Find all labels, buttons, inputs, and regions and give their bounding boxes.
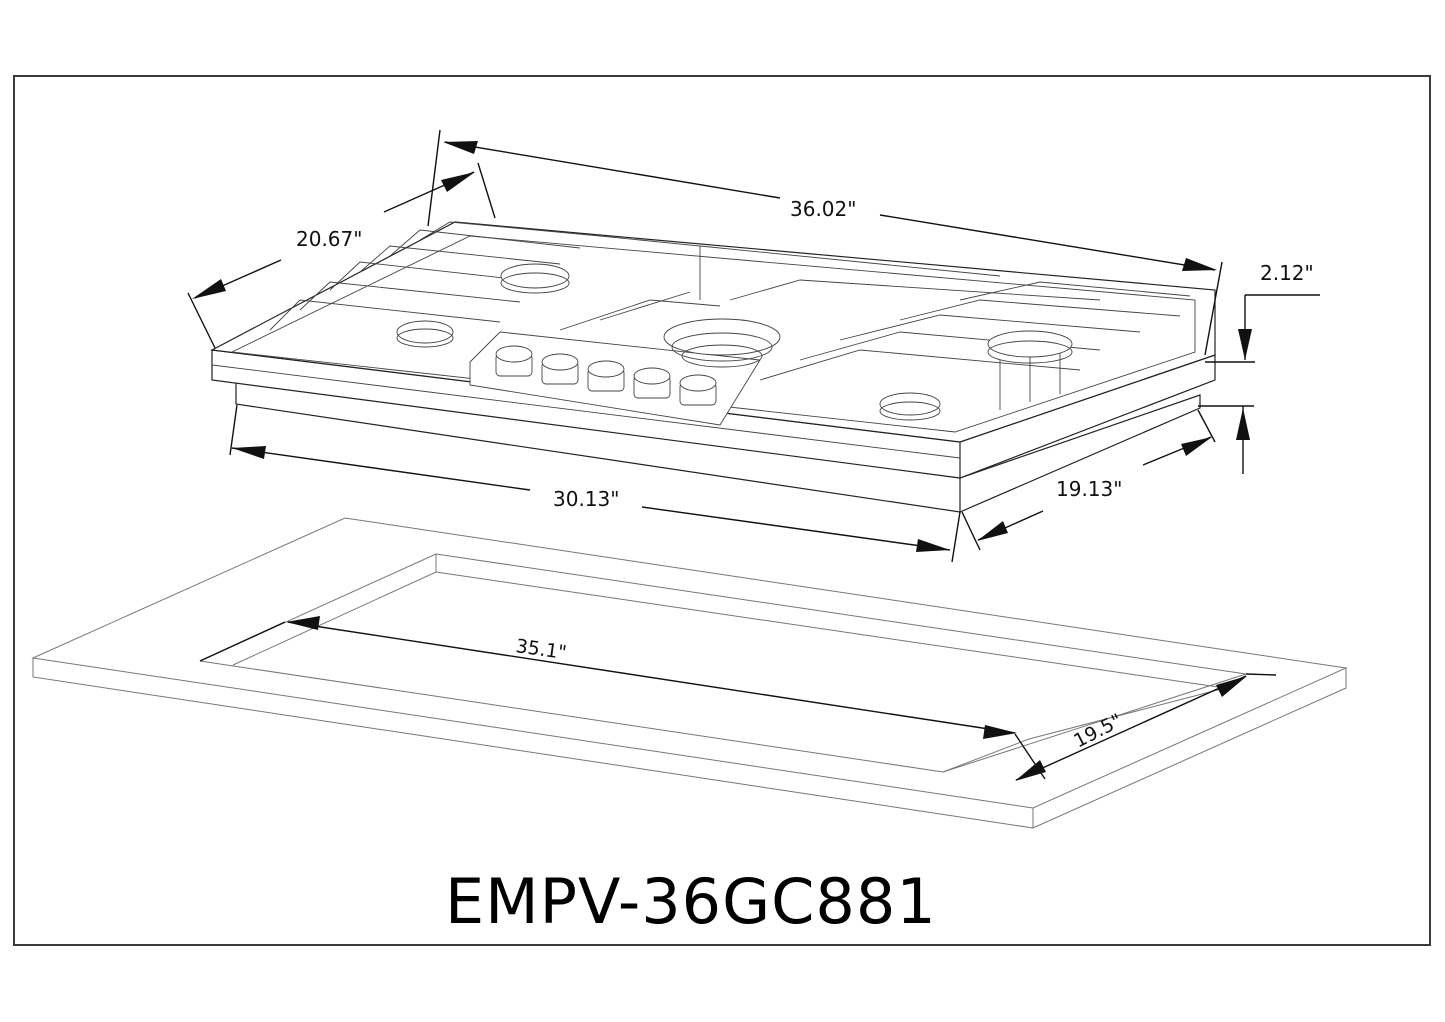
- knob-5: [679, 374, 717, 406]
- dim-label-base-width: 30.13": [553, 487, 619, 511]
- dimension-base-width: 30.13": [229, 404, 961, 563]
- knob-4: [633, 367, 671, 399]
- dimension-height: 2.12": [1198, 261, 1320, 474]
- dim-label-height: 2.12": [1260, 261, 1314, 285]
- dimension-base-depth: 19.13": [961, 409, 1216, 551]
- model-number-title: EMPV-36GC881: [445, 865, 937, 938]
- burner-rear-right: [987, 330, 1073, 358]
- dim-label-base-depth: 19.13": [1056, 477, 1122, 501]
- dim-label-overall-depth: 20.67": [296, 227, 362, 251]
- burner-center-wok: [663, 318, 781, 356]
- control-knobs: [495, 345, 717, 406]
- cooktop-illustration: [210, 221, 1216, 513]
- grates: [269, 221, 1191, 410]
- drawing-frame: [13, 75, 1431, 946]
- burners: [396, 263, 1073, 421]
- burner-front-left: [396, 320, 454, 344]
- knob-1: [495, 345, 533, 377]
- dimension-overall-depth: 20.67": [187, 162, 496, 349]
- burner-front-right: [879, 392, 941, 416]
- dim-label-overall-width: 36.02": [790, 197, 856, 221]
- knob-3: [587, 360, 625, 392]
- burner-rear-left: [500, 263, 570, 289]
- knob-2: [541, 353, 579, 385]
- countertop-illustration: [31, 517, 1348, 829]
- dimension-overall-width: 36.02": [427, 129, 1223, 356]
